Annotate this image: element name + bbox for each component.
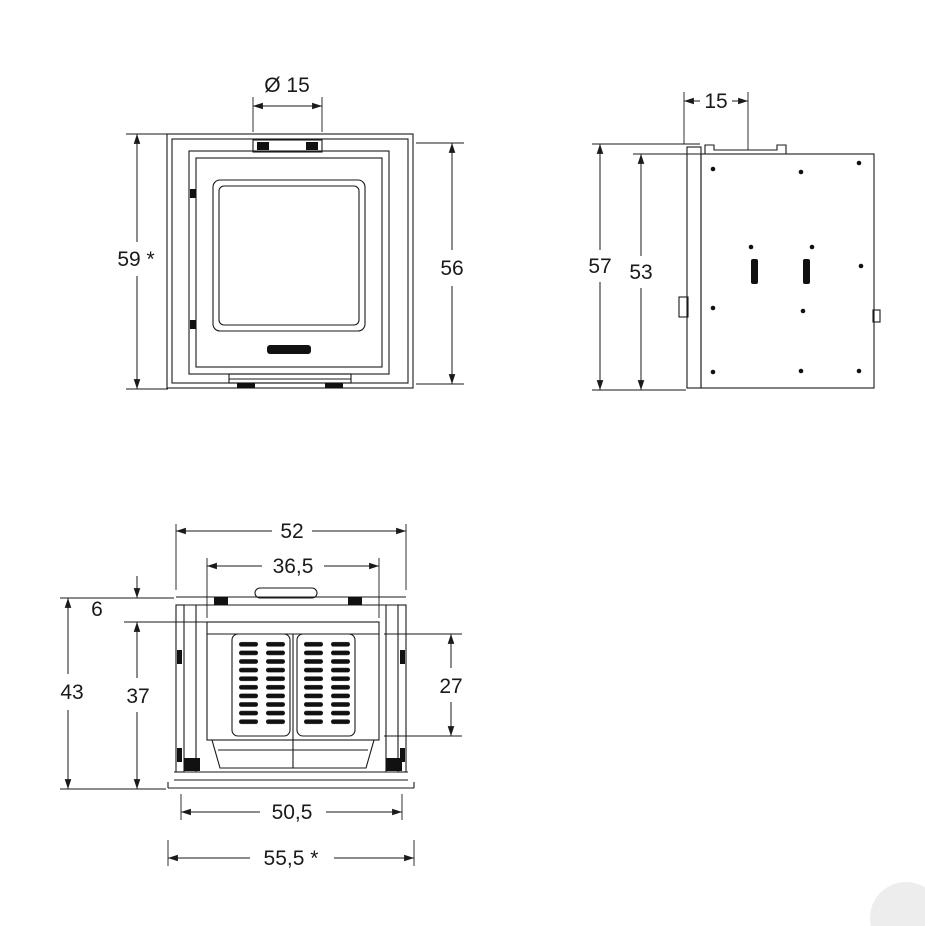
watermark — [870, 882, 925, 926]
dim-top-overall-depth: 43 — [60, 597, 174, 790]
door-glass-inner — [218, 185, 360, 326]
dim-top-base-width: 50,5 — [180, 794, 403, 824]
dim-label-top-overall-depth: 43 — [60, 681, 83, 704]
dim-front-overall-height: 59 * — [117, 133, 168, 390]
ash-drawer — [211, 739, 375, 769]
air-grille-right — [296, 633, 356, 737]
dim-front-flue-diameter: Ø 15 — [252, 74, 323, 132]
side-slot-right — [803, 259, 810, 284]
base-plate — [167, 758, 415, 789]
side-front-flange — [686, 146, 702, 389]
flue-collar — [252, 139, 323, 153]
front-outer-frame — [166, 133, 414, 389]
dim-top-overall-width: 52 — [175, 520, 407, 590]
dim-label-top-base-width: 50,5 — [272, 801, 313, 824]
top-clip-right — [348, 597, 362, 605]
door-hinge-top — [190, 189, 196, 198]
side-view — [678, 144, 881, 389]
dim-top-flange-width: 55,5 * — [167, 840, 415, 870]
dim-label-front-overall-height: 59 * — [117, 248, 154, 271]
door-hinge-bottom — [190, 320, 196, 329]
front-door-inner-edge — [195, 157, 383, 368]
door-handle — [267, 345, 311, 354]
side-body — [700, 153, 875, 389]
dim-label-side-overall-height: 57 — [588, 255, 611, 278]
top-handle — [254, 587, 318, 599]
dim-side-front-depth: 15 — [683, 90, 749, 150]
dim-label-top-front-offset: 6 — [91, 598, 103, 621]
dim-label-top-grille-depth: 27 — [439, 675, 462, 698]
dim-top-grille-depth: 27 — [384, 633, 463, 737]
top-clip-left — [214, 597, 228, 605]
dim-top-front-offset: 6 — [91, 576, 150, 623]
dim-side-body-height: 53 — [629, 153, 702, 390]
dim-side-overall-height: 57 — [588, 143, 700, 391]
side-top-bracket — [704, 144, 787, 154]
air-grille-left — [231, 633, 291, 737]
side-latch — [678, 296, 689, 318]
dim-top-inner-width: 36,5 — [206, 555, 380, 618]
side-knob — [872, 309, 881, 323]
dim-label-top-overall-width: 52 — [280, 520, 303, 543]
dim-label-top-body-depth: 37 — [126, 685, 149, 708]
dim-label-top-inner-width: 36,5 — [273, 555, 314, 578]
dim-label-side-body-height: 53 — [629, 261, 652, 284]
front-view — [166, 133, 414, 389]
dim-label-front-body-height: 56 — [440, 257, 463, 280]
corner-post-left — [175, 604, 197, 773]
dim-label-side-front-depth: 15 — [704, 90, 727, 113]
dim-label-top-flange-width: 55,5 * — [264, 847, 319, 870]
rivet-dots — [710, 160, 864, 375]
top-view — [167, 587, 415, 789]
side-slot-left — [751, 259, 758, 284]
dim-front-body-height: 56 — [416, 142, 464, 385]
door-glass-outer — [212, 179, 366, 332]
corner-post-right — [385, 604, 407, 773]
dim-label-flue-diameter: Ø 15 — [264, 74, 310, 97]
dim-top-body-depth: 37 — [124, 621, 207, 789]
front-plinth — [228, 373, 352, 388]
